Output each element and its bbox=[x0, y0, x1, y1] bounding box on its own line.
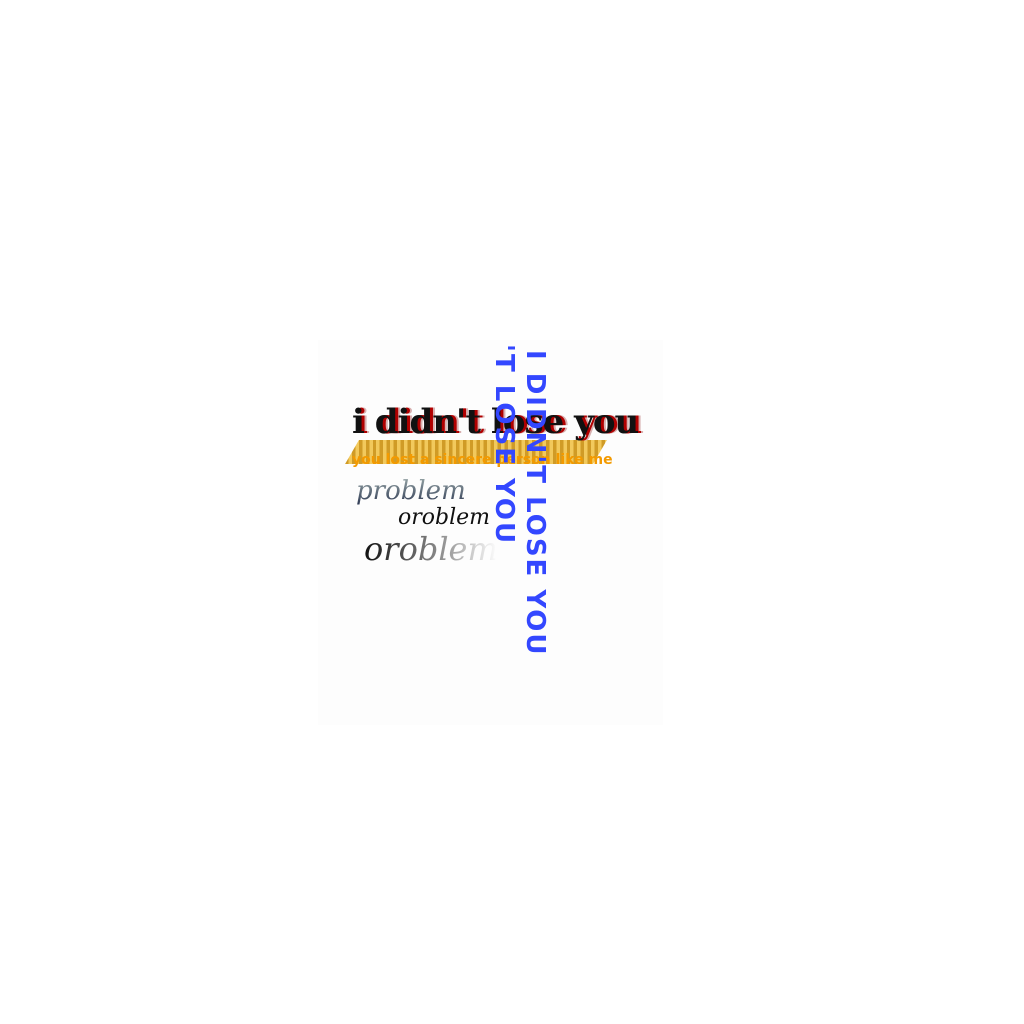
vertical-text-2: 'T LOSE YOU bbox=[489, 344, 519, 546]
title-text: i didn't lose you bbox=[352, 402, 639, 442]
background-panel bbox=[318, 340, 663, 725]
problem-text-2: oroblem bbox=[398, 505, 491, 530]
subtitle-text: you lost a sincere person like me bbox=[352, 452, 613, 468]
vertical-text-1: I DIDN'T LOSE YOU bbox=[520, 350, 550, 657]
problem-text-3: oroblem bbox=[364, 530, 498, 568]
problem-text-1: problem bbox=[356, 476, 466, 506]
